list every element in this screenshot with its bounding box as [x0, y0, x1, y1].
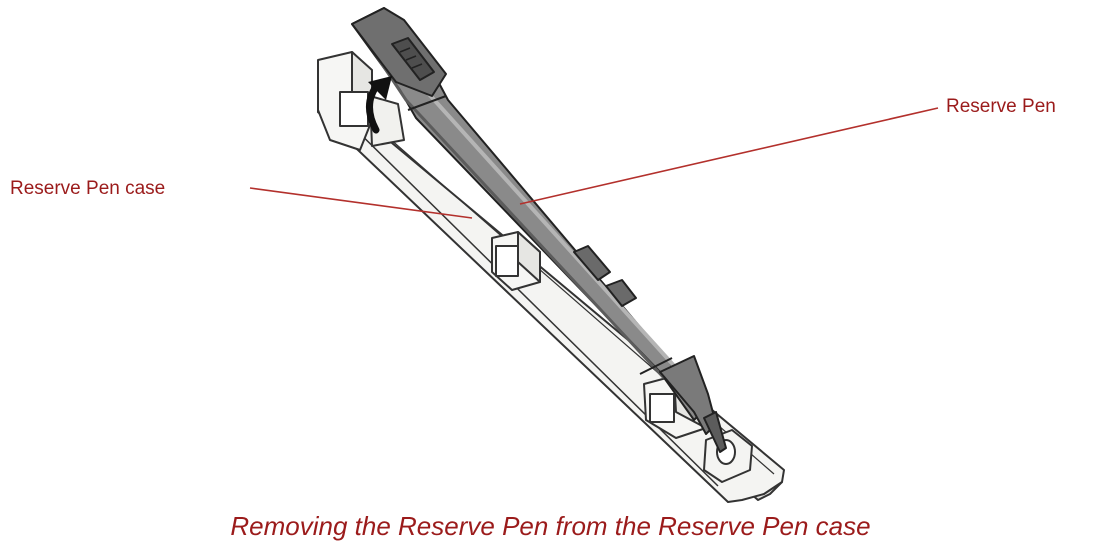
leader-line-case — [249, 187, 473, 219]
figure-caption: Removing the Reserve Pen from the Reserv… — [230, 511, 871, 541]
reserve-pen-label: Reserve Pen — [946, 96, 1056, 117]
reserve-pen-case-label: Reserve Pen case — [10, 178, 166, 199]
leader-line-pen — [519, 107, 939, 205]
curved-arrow-up-icon — [366, 76, 392, 134]
reserve-pen — [351, 7, 727, 453]
reserve-pen-case — [317, 51, 785, 503]
